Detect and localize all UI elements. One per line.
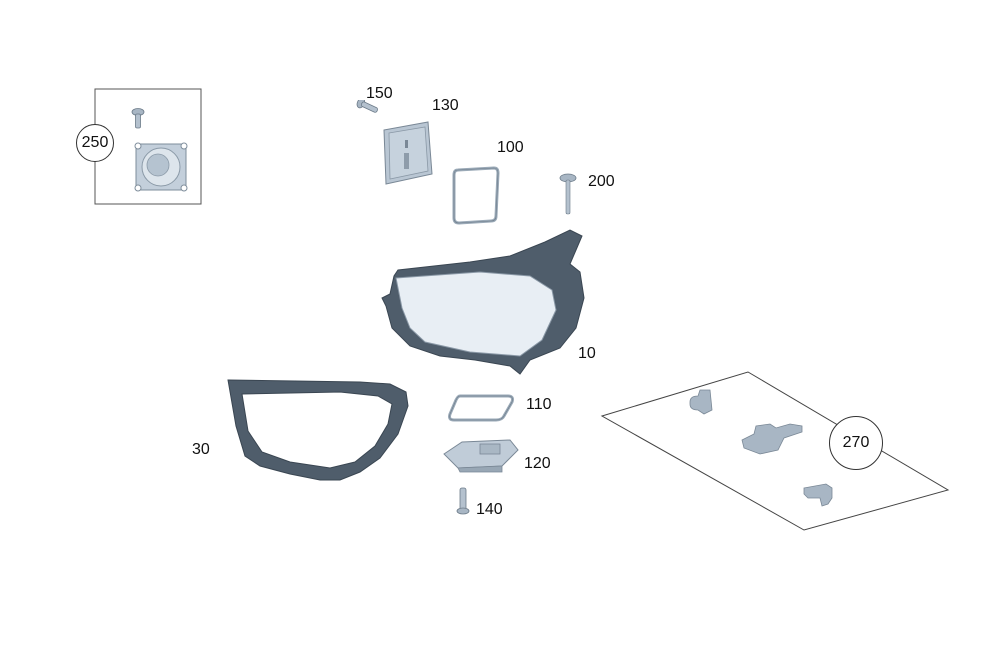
bracket-icon[interactable] [740, 420, 806, 460]
screw-150-icon[interactable] [455, 486, 471, 516]
label-150: 140 [476, 501, 503, 518]
callout-270[interactable]: 270 [829, 416, 883, 470]
screw-icon[interactable] [130, 107, 146, 131]
screw-140-icon[interactable] [352, 100, 380, 122]
headlamp-housing-10[interactable] [380, 228, 590, 378]
bracket-icon[interactable] [686, 388, 716, 416]
label-140: 150 [366, 85, 393, 102]
screw-200-icon[interactable] [558, 170, 578, 216]
label-200: 200 [588, 173, 615, 190]
frame-bezel-30[interactable] [220, 376, 412, 488]
fan-icon[interactable] [132, 140, 190, 194]
label-100: 100 [497, 139, 524, 156]
gasket-100[interactable] [450, 164, 504, 226]
callout-250[interactable]: 250 [76, 124, 114, 162]
label-130: 130 [432, 97, 459, 114]
label-110: 110 [526, 396, 552, 413]
label-30: 30 [192, 441, 210, 458]
bracket-icon[interactable] [802, 480, 836, 508]
gasket-110[interactable] [446, 392, 518, 424]
group-270-plane [600, 371, 950, 531]
label-120: 120 [524, 455, 551, 472]
label-10: 10 [578, 345, 596, 362]
control-module-cover-130[interactable] [380, 118, 436, 188]
control-unit-120[interactable] [440, 436, 522, 474]
